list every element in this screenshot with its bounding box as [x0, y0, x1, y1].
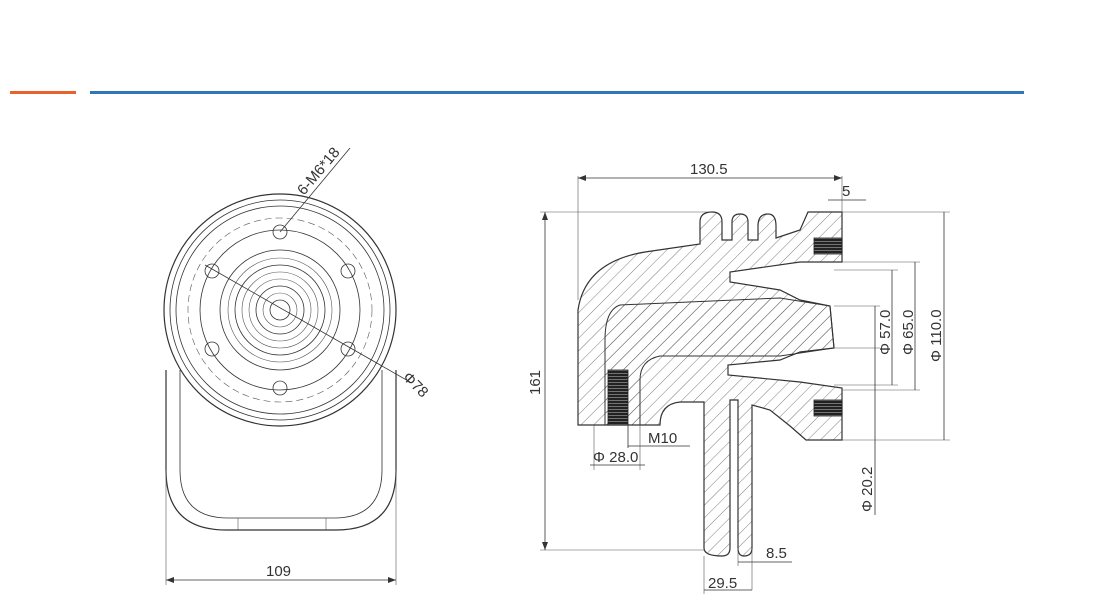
diameter-65-dimension: Φ 65.0	[900, 310, 917, 355]
thread-dimension: M10	[648, 430, 677, 447]
length-dimension: 130.5	[690, 161, 728, 178]
outer-rim	[163, 193, 397, 427]
bolt-holes	[204, 224, 356, 396]
flange-bolt-upper	[813, 237, 843, 255]
bore-dimension: Φ 28.0	[593, 449, 638, 466]
flange-thickness-dimension: 5	[842, 183, 850, 200]
bolt-circle	[187, 217, 373, 403]
diameter-20-dimension: Φ 20.2	[859, 467, 876, 512]
front-body-inner	[179, 370, 383, 519]
section-view: 130.5 5 161 M10 Φ 28.0 Φ 110.0 Φ 65.0 Φ …	[527, 161, 950, 594]
front-body-outline	[165, 370, 397, 531]
stem-dimension: 29.5	[708, 575, 737, 592]
header-rule	[90, 91, 1024, 94]
diameter-110-dimension: Φ 110.0	[928, 309, 945, 362]
height-dimension: 161	[527, 370, 544, 395]
flange-bolt-lower	[813, 399, 843, 417]
bolt-spec-label: 6-M6*18	[294, 144, 343, 198]
diameter-78-label: Φ78	[399, 369, 431, 401]
section-core	[604, 297, 835, 426]
front-view: 109 6-M6*18 Φ78	[163, 144, 431, 585]
width-dimension: 109	[266, 563, 291, 580]
diameter-57-dimension: Φ 57.0	[877, 310, 894, 355]
header-accent-bar	[10, 91, 76, 94]
slot-dimension: 8.5	[766, 545, 787, 562]
thread-insert-m10	[607, 369, 629, 426]
